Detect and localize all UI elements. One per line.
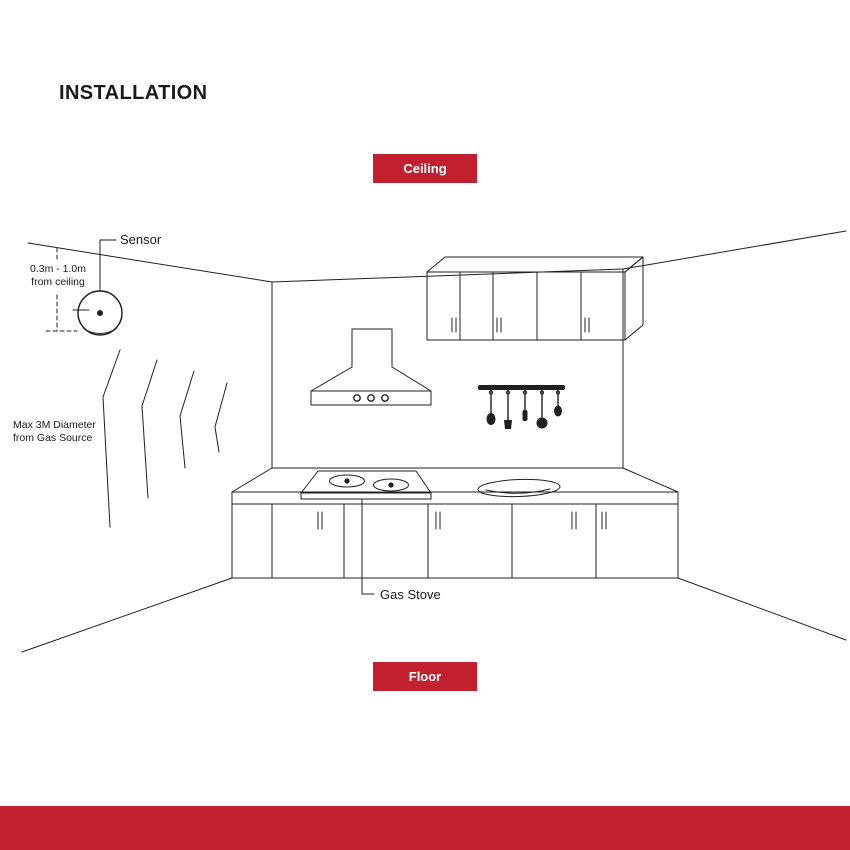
room-outline xyxy=(21,230,847,653)
ceiling-distance-line1: 0.3m - 1.0m xyxy=(29,263,87,275)
floor-badge: Floor xyxy=(373,662,477,691)
ceiling-badge: Ceiling xyxy=(373,154,477,183)
gas-sensor-icon xyxy=(72,290,123,336)
cabinet-handle-icon xyxy=(317,511,607,530)
floor-badge-label: Floor xyxy=(408,669,442,684)
gas-source-line1: Max 3M Diameter xyxy=(13,419,96,431)
gas-source-line2: from Gas Source xyxy=(13,432,93,444)
dashed-distance-line xyxy=(45,247,78,332)
gas-stove-label: Gas Stove xyxy=(380,587,441,602)
gas-stove-drawing xyxy=(300,470,432,500)
sink-drawing xyxy=(477,478,561,498)
ceiling-distance-line2: from ceiling xyxy=(31,276,85,288)
base-cabinets xyxy=(231,467,679,579)
gas-source-label: Max 3M Diameter from Gas Source xyxy=(13,419,96,445)
sensor-label: Sensor xyxy=(120,232,162,247)
upper-cabinets xyxy=(426,256,644,341)
utensil-rack xyxy=(478,385,565,429)
sensor-leader-line xyxy=(99,239,117,292)
ceiling-distance-label: 0.3m - 1.0m from ceiling xyxy=(20,263,96,289)
gas-flow-lines xyxy=(102,349,228,528)
page-title: INSTALLATION xyxy=(59,82,208,104)
bottom-accent-bar xyxy=(0,806,850,850)
ceiling-badge-label: Ceiling xyxy=(403,161,447,176)
cabinet-handle-icon xyxy=(451,317,590,333)
stove-leader-line xyxy=(361,499,375,595)
range-hood xyxy=(310,328,432,406)
